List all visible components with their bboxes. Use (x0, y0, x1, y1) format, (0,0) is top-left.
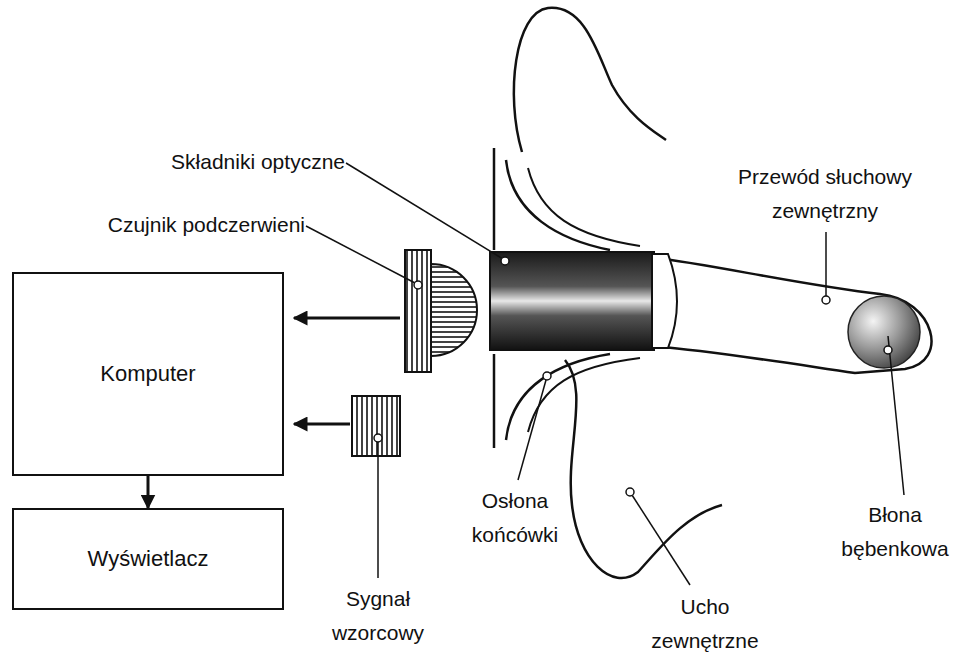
tip-cover (493, 148, 496, 250)
signal-arrow (294, 423, 350, 426)
sensor-lens (431, 264, 477, 356)
part-label: Sygnał wzorcowy (318, 582, 438, 650)
optics-tube (490, 252, 654, 350)
leader-dots (374, 257, 892, 496)
part-label: Składniki optyczne (171, 145, 345, 179)
process-box: Komputer (12, 272, 284, 476)
outer-ear (565, 360, 722, 578)
tube-tip (652, 254, 677, 348)
box-label: Wyświetlacz (88, 546, 209, 572)
reference-signal-box (352, 396, 400, 456)
part-label: Osłona końcówki (440, 484, 590, 552)
tip-cover (528, 168, 640, 246)
outer-ear (514, 8, 666, 152)
part-label: Czujnik podczerwieni (108, 208, 305, 242)
signal-arrow (294, 317, 400, 320)
connector-arrow (147, 476, 150, 508)
infrared-sensor (405, 250, 431, 372)
tip-cover (528, 358, 640, 432)
box-label: Komputer (100, 361, 195, 387)
part-label: Przewód słuchowy zewnętrzny (700, 160, 950, 228)
tip-cover (493, 354, 496, 448)
tip-cover (506, 160, 610, 250)
eardrum (848, 296, 920, 368)
leader-lines (306, 163, 904, 585)
part-label: Błona bębenkowa (835, 498, 955, 566)
process-box: Wyświetlacz (12, 508, 284, 610)
part-label: Ucho zewnętrzne (625, 590, 785, 658)
